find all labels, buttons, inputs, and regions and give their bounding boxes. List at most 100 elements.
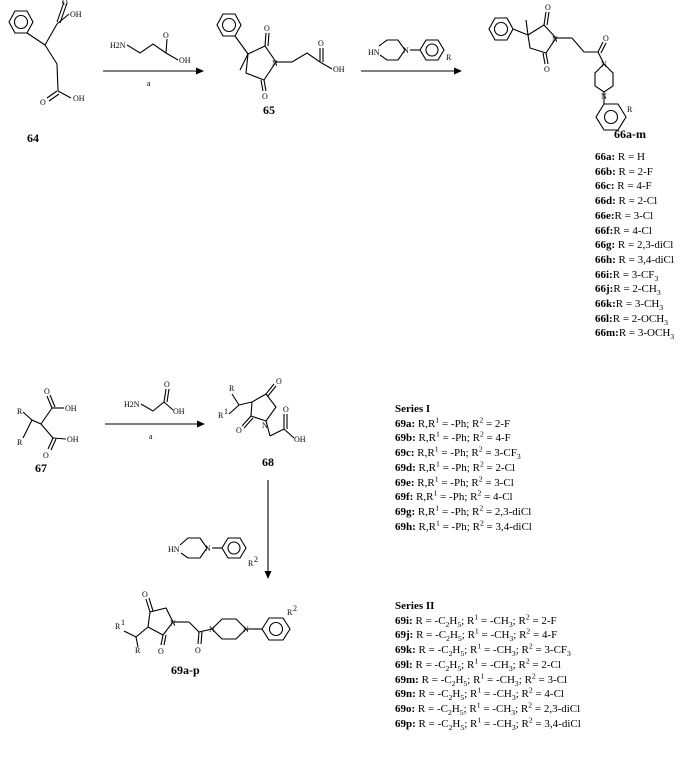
subscript: 5 (459, 708, 464, 718)
svg-text:O: O (262, 92, 268, 101)
svg-text:N: N (601, 60, 607, 69)
compound-id: 69k: (395, 644, 416, 657)
substituent: R = 2-Cl (615, 195, 658, 208)
r-value: ; R (464, 644, 478, 657)
svg-text:O: O (163, 31, 169, 40)
superscript: 2 (477, 488, 482, 498)
superscript: 1 (433, 488, 438, 498)
svg-text:R: R (17, 438, 23, 447)
compound-label-67: 67 (35, 461, 47, 475)
r-group: R,R (415, 505, 436, 518)
structure-64: OH O OH O (8, 0, 85, 107)
r1-value: ; R (515, 644, 529, 657)
subscript: 3 (511, 649, 516, 659)
structure-69: R 1 R O N O O N N R 2 (115, 590, 297, 656)
compound-id: 66h: (595, 253, 616, 266)
compound-id: 69a: (395, 417, 416, 430)
r2-value: = 2-Cl (483, 461, 516, 474)
r1-value: = -CH (480, 702, 512, 715)
list-item-series-I: 69h: R,R1 = -Ph; R2 = 3,4-diCl (395, 519, 532, 535)
arrow-step-1 (103, 67, 204, 75)
r-group: R,R (415, 417, 436, 430)
list-item-series-I: 69f: R,R1 = -Ph; R2 = 4-Cl (395, 488, 532, 505)
r1-value: = -Ph; R (439, 520, 480, 533)
list-item-series-I: 69e: R,R1 = -Ph; R2 = 3-Cl (395, 475, 532, 491)
r2-value: = 4-Cl (481, 491, 513, 504)
list-item-series-I: 69d: R,R1 = -Ph; R2 = 2-Cl (395, 460, 532, 476)
r-value: R = -C (418, 673, 452, 686)
list-item-66: 66i:R = 3-CF3 (595, 268, 674, 283)
r2-value: = 2-F (529, 614, 557, 627)
compound-id: 69j: (395, 629, 414, 642)
reagent-arylpiperazine-2: HN N R 2 (168, 537, 258, 568)
r-value: ; R (464, 688, 478, 701)
r-group: R,R (415, 432, 436, 445)
svg-text:O: O (283, 405, 289, 414)
compound-id: 66e: (595, 209, 615, 222)
superscript: 1 (477, 714, 482, 724)
r1-value: = -CH (478, 658, 509, 671)
svg-text:2: 2 (293, 604, 297, 613)
svg-text:O: O (164, 380, 170, 389)
compound-id: 69i: (395, 614, 413, 627)
r-value: ; R (463, 702, 477, 715)
subscript: 2 (448, 693, 453, 703)
svg-text:R: R (446, 53, 452, 62)
compound-label-66a-m: 66a-m (614, 127, 646, 141)
compound-id: 69e: (395, 476, 415, 489)
substituent: R = 2,3-diCl (615, 239, 674, 252)
subscript: 5 (460, 649, 465, 659)
superscript: 1 (477, 685, 482, 695)
subscript: 3 (654, 273, 659, 283)
r-value: ; R (461, 658, 475, 671)
svg-text:O: O (158, 647, 164, 656)
svg-text:N: N (601, 92, 607, 101)
r2-value: = 3,4-diCl (483, 520, 532, 533)
r-value: ; R (467, 673, 481, 686)
svg-text:HN: HN (168, 545, 180, 554)
list-item-series-II: 69k: R = -C2H5; R1 = -CH3; R2 = 3-CF3 (395, 642, 581, 659)
r-value: H (451, 702, 460, 715)
superscript: 1 (480, 670, 485, 680)
r-group: R,R (414, 476, 435, 489)
svg-text:R: R (287, 608, 293, 617)
r1-value: ; R (515, 688, 529, 701)
svg-text:N: N (205, 544, 211, 553)
svg-text:OH: OH (67, 435, 79, 444)
reagent-arylpiperazine-1: HN N R (368, 39, 452, 62)
series-I-title: Series I (395, 403, 431, 415)
subscript: 3 (511, 722, 516, 732)
list-item-66: 66h: R = 3,4-diCl (595, 253, 674, 268)
subscript: 3 (670, 332, 675, 342)
superscript: 2 (531, 670, 536, 680)
r-group: R,R (415, 520, 436, 533)
substituent: R = 4-F (614, 180, 652, 193)
substituent: R = 4-Cl (613, 224, 652, 237)
subscript: 3 (659, 303, 664, 313)
r-value: ; R (464, 717, 478, 730)
r-value: H (449, 614, 458, 627)
subscript: 3 (516, 452, 521, 462)
list-item-66: 66d: R = 2-Cl (595, 194, 674, 209)
superscript: 1 (476, 700, 481, 710)
superscript: 2 (525, 612, 530, 622)
r1-value: = -Ph; R (439, 417, 480, 430)
r2-value: = 3-Cl (482, 476, 514, 489)
r-value: R = -C (412, 658, 446, 671)
subscript: 5 (457, 619, 462, 629)
compound-id: 66f: (595, 224, 614, 237)
series-II-title: Series II (395, 600, 435, 612)
structure-68: R R 1 O N O O OH (218, 377, 306, 444)
svg-text:OH: OH (73, 94, 85, 103)
r2-value: = 3-CF (482, 447, 517, 460)
r-value: ; R (461, 629, 475, 642)
compound-id: 69g: (395, 505, 416, 518)
r1-value: = -CH (481, 644, 512, 657)
compound-id: 66d: (595, 195, 616, 208)
subscript: 3 (664, 317, 669, 327)
svg-text:N: N (552, 35, 558, 44)
r-value: R = -C (415, 688, 449, 701)
list-item-66: 66e:R = 3-Cl (595, 209, 674, 224)
superscript: 1 (474, 612, 479, 622)
